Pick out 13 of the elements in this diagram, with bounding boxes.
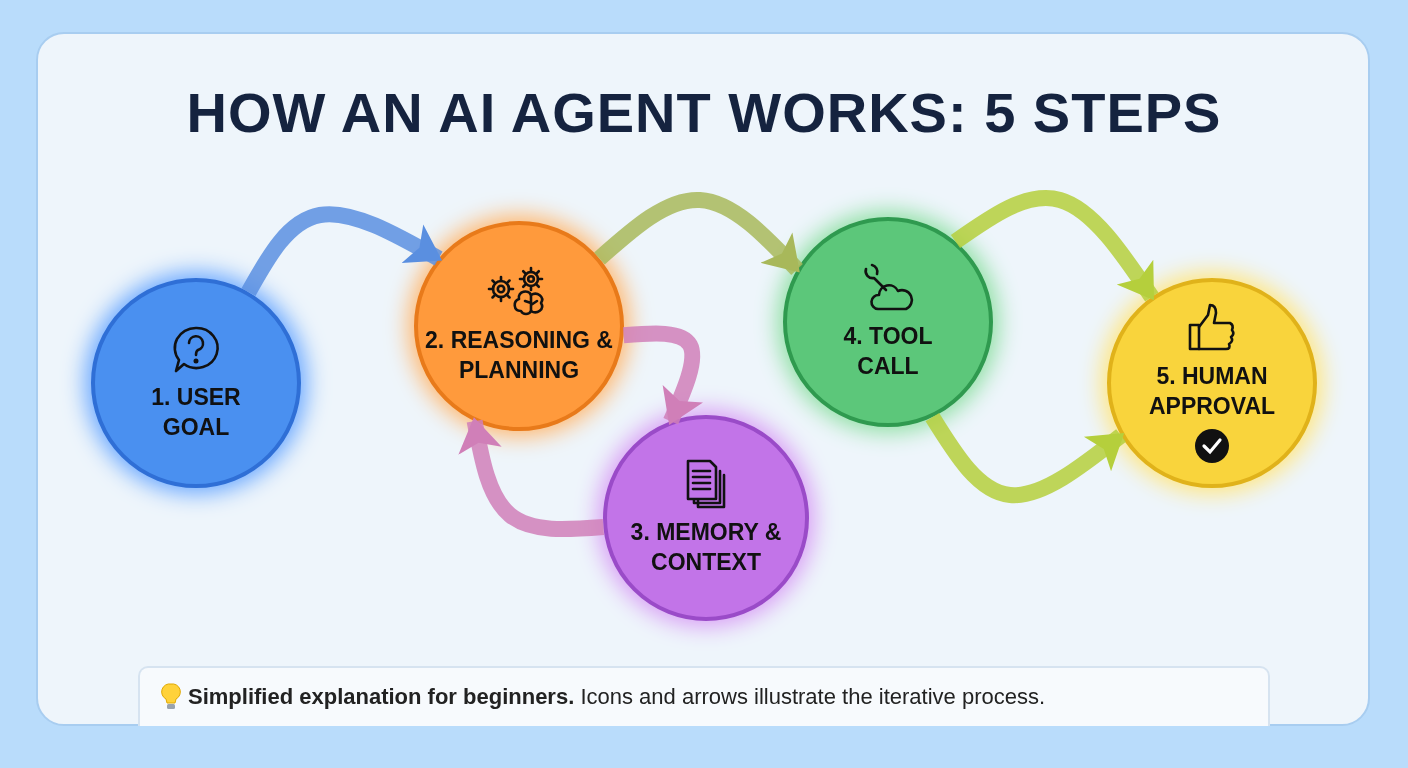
title: HOW AN AI AGENT WORKS: 5 STEPS [185,80,1223,145]
step-label: 4. TOOL CALL [842,322,934,381]
curved-arrow [241,206,443,296]
curved-arrow [458,417,604,538]
curved-arrow [623,325,703,425]
step-label: 3. MEMORY & CONTEXT [629,518,783,577]
curved-arrow [925,412,1126,504]
footnote: Simplified explanation for beginners. Icons and arrows illustrate the iterative process. [188,684,1046,710]
step-label: 2. REASONING & PLANNING [424,326,614,385]
curved-arrow [950,190,1159,302]
step-label: 1. USER GOAL [150,383,242,442]
step-label: 5. HUMAN APPROVAL [1147,362,1277,421]
curved-arrow [594,192,803,275]
